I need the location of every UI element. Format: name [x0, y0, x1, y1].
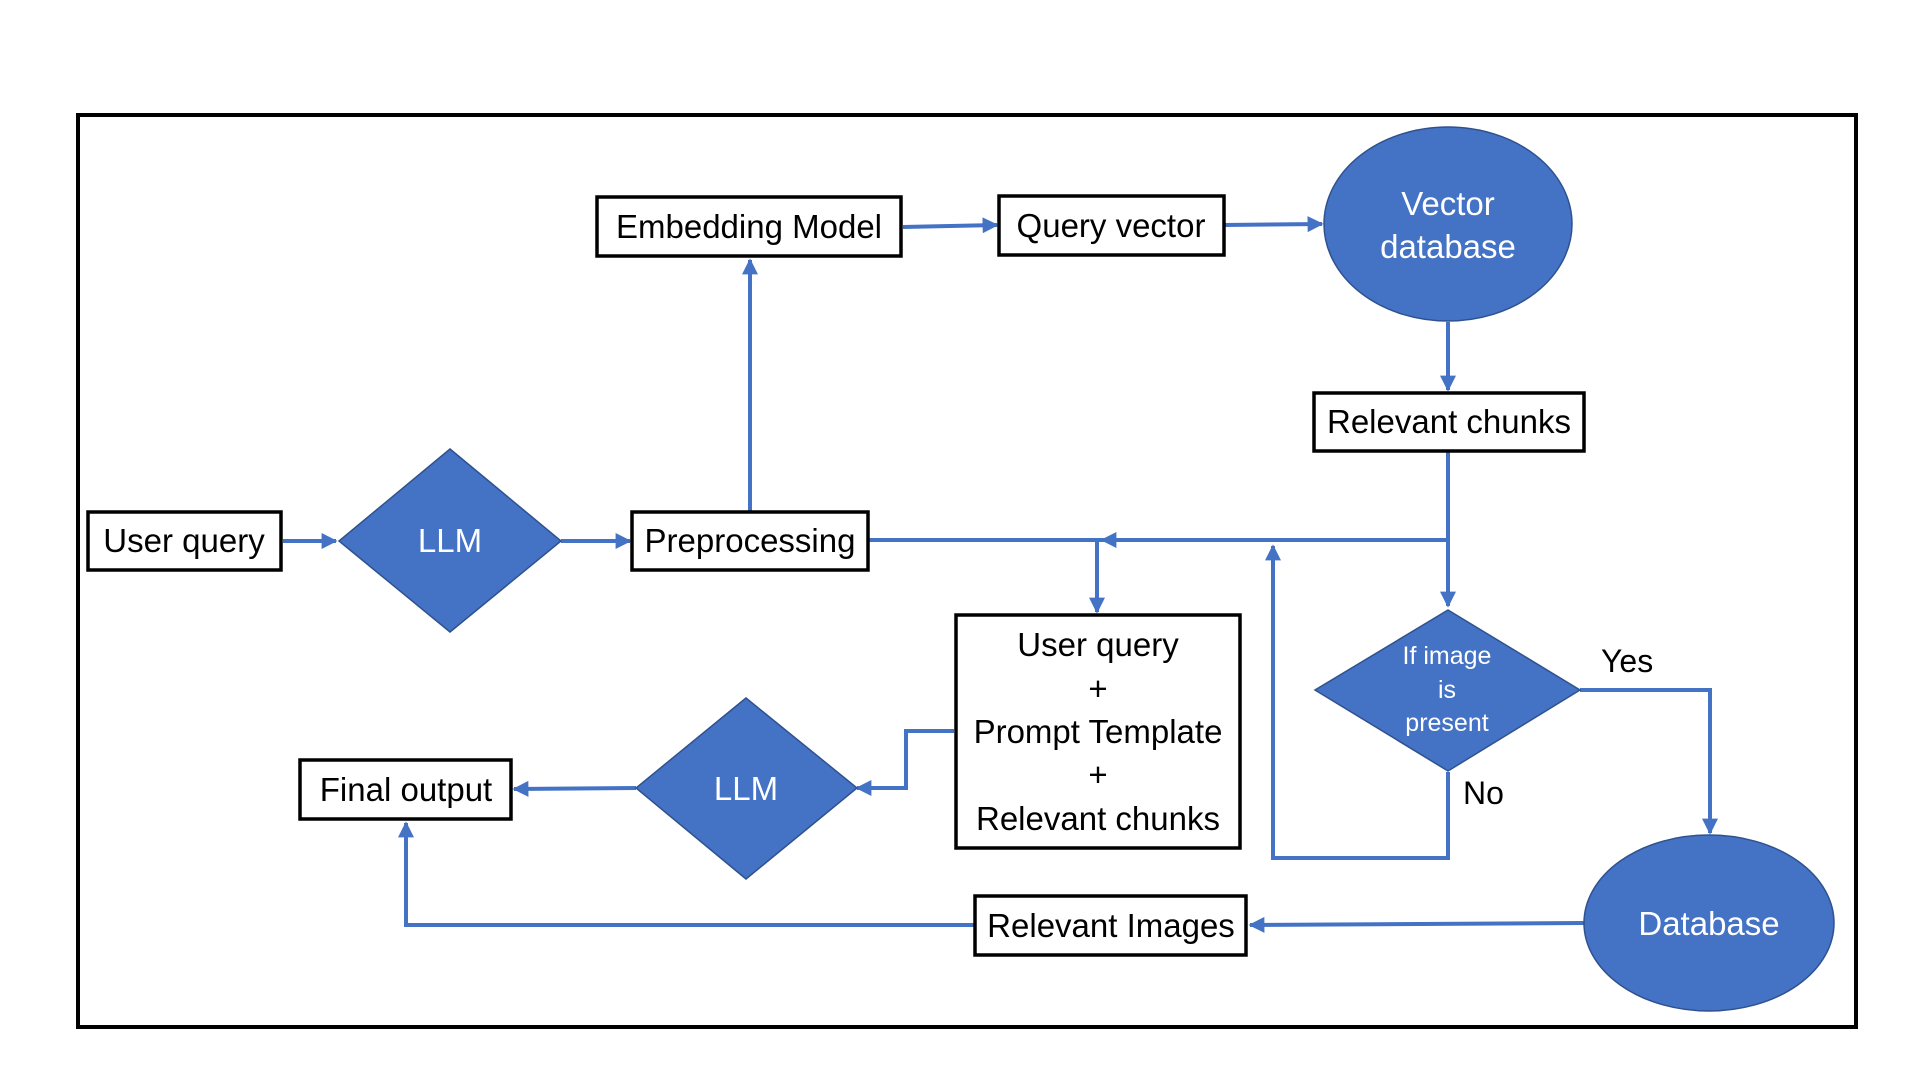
node-if-image-label-line2: is — [1438, 676, 1456, 704]
node-vector-database-label-line2: database — [1380, 228, 1516, 265]
node-embedding-model-label: Embedding Model — [616, 208, 882, 245]
database-ellipse — [1583, 834, 1835, 1012]
node-query-vector-label: Query vector — [1017, 207, 1206, 244]
node-relevant-chunks: Relevant chunks — [1312, 391, 1586, 453]
edge-no-loop — [1265, 544, 1450, 860]
node-user-query-label: User query — [103, 522, 265, 559]
edge-images-to-finaloutput — [398, 821, 975, 927]
node-prompt-box: User query + Prompt Template + Relevant … — [954, 613, 1242, 850]
llm-top-diamond — [337, 448, 563, 633]
edge-llm-to-finaloutput — [512, 780, 637, 797]
node-if-image-label-line3: present — [1405, 709, 1488, 737]
edge-database-to-images — [1248, 916, 1585, 933]
if-image-diamond — [1313, 609, 1582, 772]
node-embedding-model: Embedding Model — [595, 195, 903, 258]
edge-label-no: No — [1463, 775, 1504, 811]
diagram-frame — [76, 113, 1858, 1029]
prompt-box-line-plus-2: + — [1088, 756, 1107, 793]
node-llm-top-label: LLM — [418, 522, 482, 559]
node-final-output: Final output — [298, 758, 513, 821]
node-final-output-label: Final output — [320, 771, 492, 808]
node-vector-database: Vector database — [1323, 126, 1573, 322]
node-llm-bottom: LLM — [634, 697, 859, 880]
edge-label-yes: Yes — [1601, 643, 1653, 679]
edge-promptbox-to-llm — [855, 729, 954, 796]
node-preprocessing-label: Preprocessing — [645, 522, 856, 559]
vector-database-ellipse — [1323, 126, 1573, 322]
prompt-box-line-relevant-chunks: Relevant chunks — [976, 800, 1220, 837]
node-vector-database-label-line1: Vector — [1401, 185, 1495, 222]
node-query-vector: Query vector — [997, 194, 1226, 257]
prompt-box-line-plus-1: + — [1088, 670, 1107, 707]
node-database-label: Database — [1638, 905, 1779, 942]
edge-yes-to-database — [1580, 688, 1718, 835]
edge-queryvector-to-vectordb — [1223, 216, 1324, 233]
prompt-box-line-prompt-template: Prompt Template — [974, 713, 1223, 750]
node-relevant-images: Relevant Images — [973, 894, 1248, 957]
prompt-box-line-user-query: User query — [1017, 626, 1179, 663]
node-llm-bottom-label: LLM — [714, 770, 778, 807]
node-llm-top: LLM — [337, 448, 563, 633]
llm-bottom-diamond — [634, 697, 859, 880]
edge-embedding-to-queryvector — [902, 217, 999, 234]
node-if-image-label-line1: If image — [1403, 642, 1492, 670]
node-preprocessing: Preprocessing — [630, 510, 870, 572]
node-relevant-chunks-label: Relevant chunks — [1327, 403, 1571, 440]
connectors — [283, 216, 1718, 933]
node-database: Database — [1583, 834, 1835, 1012]
node-relevant-images-label: Relevant Images — [987, 907, 1235, 944]
node-user-query: User query — [86, 510, 283, 572]
node-if-image-present: If image is present — [1313, 609, 1582, 772]
